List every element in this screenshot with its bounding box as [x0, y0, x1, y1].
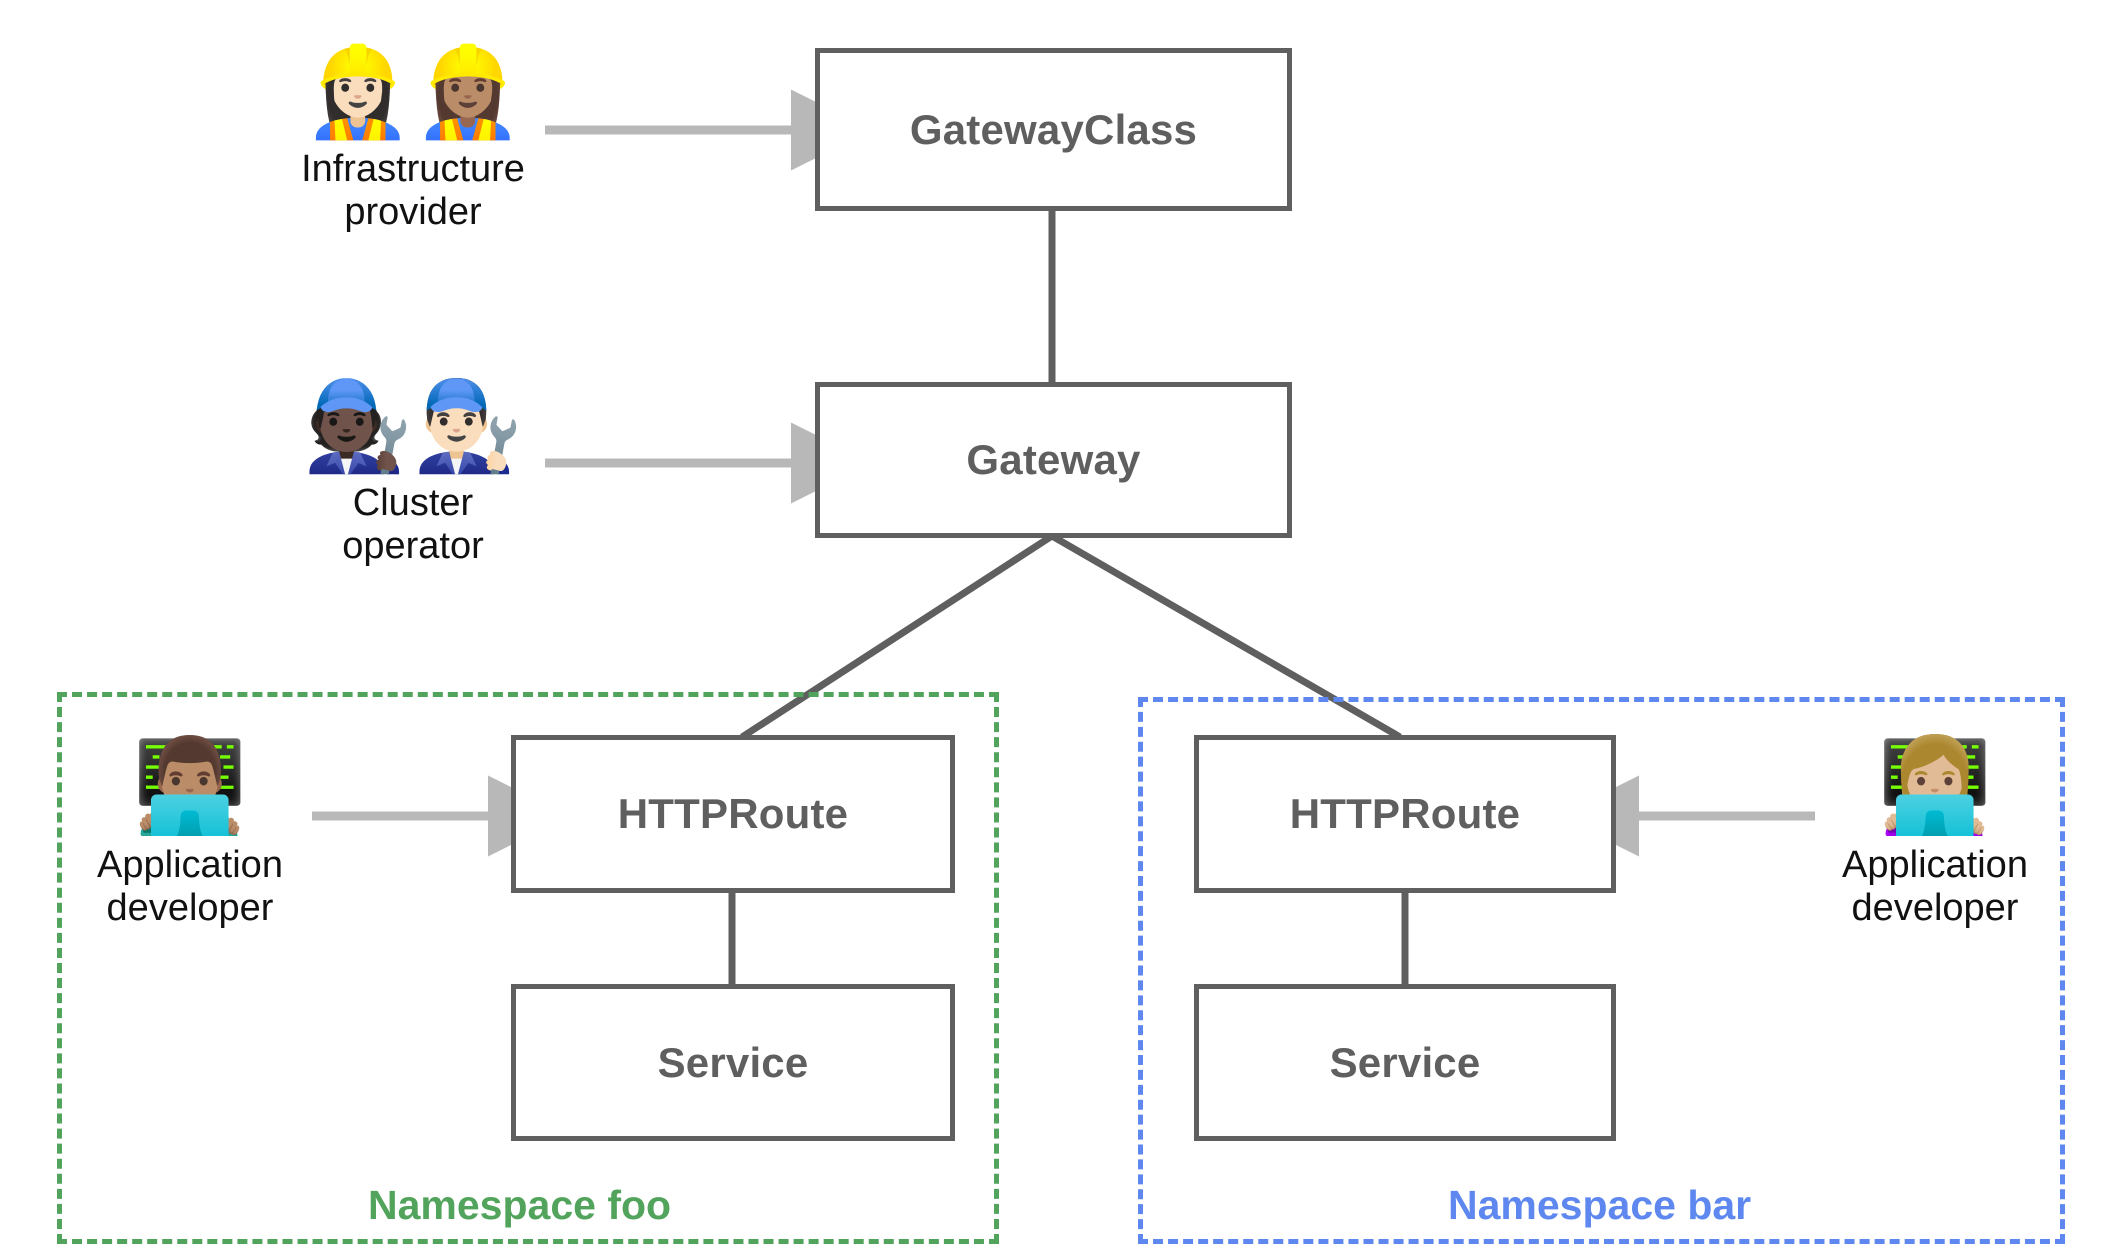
namespace-foo-label: Namespace foo: [368, 1182, 672, 1228]
node-httproute-bar-label: HTTPRoute: [1289, 790, 1521, 837]
persona-application-developer-foo: 👨🏽‍💻 Application developer: [95, 740, 285, 929]
woman-construction-worker-light-skin-icon: 👷🏻‍♀️: [303, 40, 413, 143]
persona-cluster-operator: 🧑🏿‍🔧 👨🏻‍🔧 Cluster operator: [278, 382, 548, 567]
persona-infrastructure-provider-emojis: 👷🏻‍♀️ 👷🏽‍♀️: [303, 48, 522, 136]
persona-cluster-operator-emojis: 🧑🏿‍🔧 👨🏻‍🔧: [303, 382, 522, 470]
node-gateway[interactable]: Gateway: [815, 382, 1292, 538]
mechanic-dark-skin-icon: 🧑🏿‍🔧: [303, 374, 413, 477]
persona-application-developer-foo-emojis: 👨🏽‍💻: [133, 740, 248, 832]
namespace-bar-label: Namespace bar: [1448, 1182, 1752, 1228]
node-service-bar[interactable]: Service: [1194, 984, 1616, 1141]
man-mechanic-light-skin-icon: 👨🏻‍🔧: [413, 374, 523, 477]
woman-construction-worker-medium-skin-icon: 👷🏽‍♀️: [413, 40, 523, 143]
persona-application-developer-foo-caption: Application developer: [97, 844, 283, 929]
persona-application-developer-bar: 👩🏼‍💻 Application developer: [1840, 740, 2030, 929]
node-httproute-foo-label: HTTPRoute: [617, 790, 849, 837]
man-technologist-medium-skin-icon: 👨🏽‍💻: [132, 732, 248, 839]
persona-application-developer-bar-caption: Application developer: [1842, 844, 2028, 929]
persona-infrastructure-provider-caption: Infrastructure provider: [301, 148, 525, 233]
persona-infrastructure-provider: 👷🏻‍♀️ 👷🏽‍♀️ Infrastructure provider: [278, 48, 548, 233]
node-service-bar-label: Service: [1329, 1038, 1481, 1086]
node-gateway-label: Gateway: [966, 436, 1141, 483]
node-httproute-foo[interactable]: HTTPRoute: [511, 735, 955, 893]
persona-cluster-operator-caption: Cluster operator: [342, 482, 484, 567]
woman-technologist-light-skin-icon: 👩🏼‍💻: [1877, 732, 1993, 839]
namespace-bar-container: [1138, 697, 2065, 1244]
node-service-foo-label: Service: [657, 1038, 809, 1086]
node-service-foo[interactable]: Service: [511, 984, 955, 1141]
node-gatewayclass[interactable]: GatewayClass: [815, 48, 1292, 211]
node-httproute-bar[interactable]: HTTPRoute: [1194, 735, 1616, 893]
namespace-foo-container: [57, 692, 999, 1244]
persona-application-developer-bar-emojis: 👩🏼‍💻: [1878, 740, 1993, 832]
node-gatewayclass-label: GatewayClass: [909, 105, 1198, 153]
